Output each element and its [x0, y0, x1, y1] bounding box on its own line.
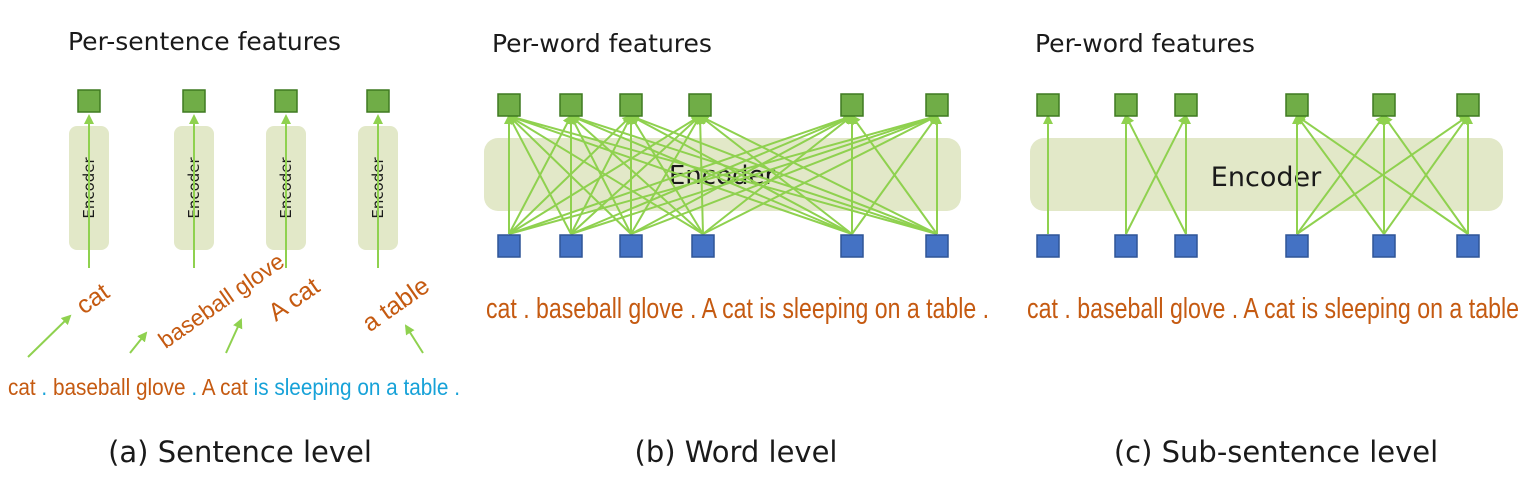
phrase-cat: cat: [71, 278, 114, 320]
panel-c-token-node: [1372, 234, 1396, 258]
panel-b-arrow: [507, 114, 632, 235]
panel-a-input-arrows: [27, 314, 424, 358]
panel-c-token-node: [1456, 234, 1480, 258]
panel-c-feature-node: [1456, 93, 1480, 117]
panel-c-feature-node: [1285, 93, 1309, 117]
sentence-segment: is sleeping on a table: [254, 374, 455, 400]
panel-c-arrow: [1295, 114, 1469, 235]
panel-b-arrow: [569, 114, 704, 235]
sentence-segment: baseball glove: [53, 374, 191, 400]
panel-b-arrow: [569, 113, 938, 235]
panel-c-sentence: cat . baseball glove . A cat is sleeping…: [1027, 293, 1519, 325]
sentence-segment: .: [41, 374, 53, 400]
panel-b-heading: Per-word features: [492, 29, 712, 58]
panel-b-arrow: [629, 114, 704, 235]
panel-a-input-arrow: [404, 324, 424, 354]
panel-b-arrow: [507, 114, 704, 235]
panel-a-feature-node: [77, 89, 101, 113]
caption-sentence-level: (a) Sentence level: [108, 435, 372, 469]
panel-c-arrow: [1382, 114, 1469, 235]
panel-a-feature-node: [182, 89, 206, 113]
panel-b-arrow: [850, 114, 938, 235]
panel-b-token-node: [559, 234, 583, 258]
panel-c-token-node: [1114, 234, 1138, 258]
panel-b-token-node: [619, 234, 643, 258]
panel-c-feature-node: [1174, 93, 1198, 117]
panel-c-feature-node: [1036, 93, 1060, 117]
panel-b-feature-node: [497, 93, 521, 117]
panel-a-input-arrow: [129, 331, 148, 354]
panel-b-arrow: [630, 114, 702, 235]
panel-b-token-node: [497, 234, 521, 258]
panel-a-arrows: [84, 114, 383, 268]
caption-sub-sentence-level: (c) Sub-sentence level: [1114, 435, 1438, 469]
panel-b-arrow: [508, 114, 572, 235]
panel-b-arrow: [629, 114, 938, 235]
panel-c-heading: Per-word features: [1035, 29, 1255, 58]
panel-b-arrow: [698, 115, 938, 235]
panel-b-feature-nodes: [497, 93, 949, 117]
panel-b-arrow: [695, 114, 706, 235]
panel-a-input-arrow: [225, 318, 243, 354]
panel-b-feature-node: [688, 93, 712, 117]
panel-b-arrow: [698, 114, 853, 235]
panel-b-arrow: [569, 114, 853, 235]
panel-c-arrow: [1295, 114, 1385, 235]
panel-c-token-nodes: [1036, 234, 1480, 258]
panel-b-arrow: [629, 115, 853, 235]
panel-b-arrows: [504, 113, 942, 235]
panel-b-token-node: [840, 234, 864, 258]
panel-c-token-node: [1036, 234, 1060, 258]
panel-c-feature-node: [1114, 93, 1138, 117]
panel-b-word-level: Per-word features Encoder cat . baseball…: [484, 29, 989, 469]
panel-a-heading: Per-sentence features: [68, 27, 341, 56]
panel-b-feature-node: [559, 93, 583, 117]
panel-a-feature-node: [274, 89, 298, 113]
panel-c-token-node: [1285, 234, 1309, 258]
caption-word-level: (b) Word level: [635, 435, 838, 469]
panel-c-token-node: [1174, 234, 1198, 258]
panel-c-encoder-label: Encoder: [1211, 162, 1322, 193]
panel-b-token-node: [925, 234, 949, 258]
panel-b-sentence: cat . baseball glove . A cat is sleeping…: [486, 293, 989, 325]
panel-b-token-nodes: [497, 234, 949, 258]
panel-a-feature-node: [366, 89, 390, 113]
phrase-a-table: a table: [357, 272, 435, 338]
panel-a-input-sentence: cat . baseball glove . A cat is sleeping…: [8, 374, 460, 400]
panel-a-feature-nodes: [77, 89, 390, 113]
sentence-segment: A cat: [202, 374, 254, 400]
panel-c-feature-node: [1372, 93, 1396, 117]
panel-c-arrow: [1125, 114, 1187, 235]
panel-c-sub-sentence-level: Per-word features Encoder cat . baseball…: [1027, 29, 1519, 469]
panel-b-arrow: [507, 113, 853, 235]
panel-b-feature-node: [840, 93, 864, 117]
panel-b-feature-node: [619, 93, 643, 117]
panel-a-input-arrow: [27, 314, 72, 358]
panel-b-token-node: [691, 234, 715, 258]
sentence-segment: cat: [8, 374, 41, 400]
panel-b-arrow: [507, 113, 938, 235]
panel-c-feature-nodes: [1036, 93, 1480, 117]
panel-b-feature-node: [925, 93, 949, 117]
sentence-segment: .: [191, 374, 201, 400]
sentence-segment: .: [454, 374, 460, 400]
panel-c-arrows: [1043, 114, 1473, 235]
